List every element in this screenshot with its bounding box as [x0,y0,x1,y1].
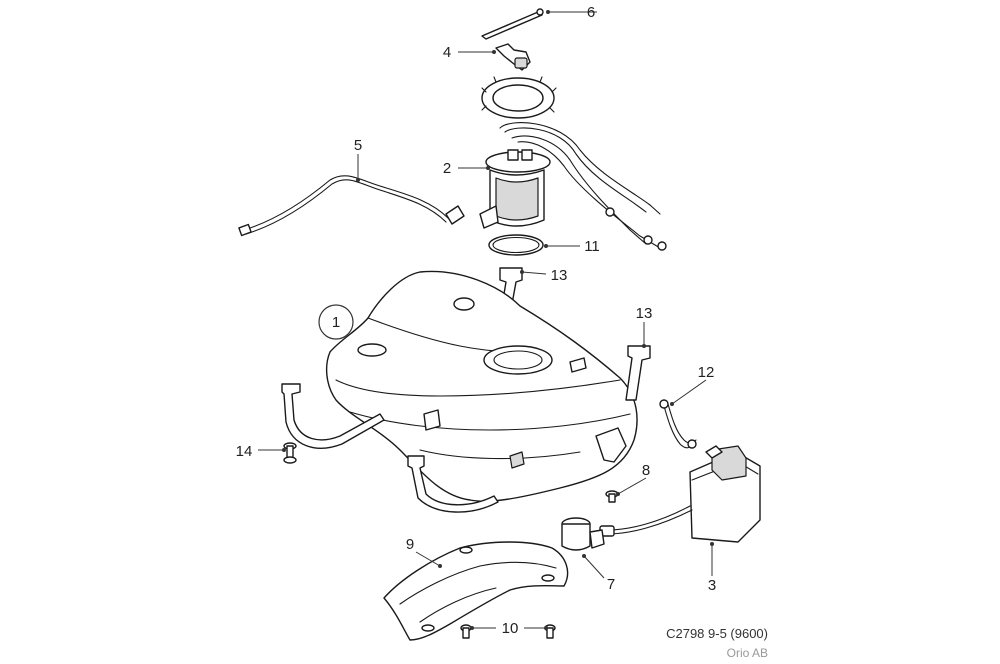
part-10-bolts [460,624,556,639]
part-14-bolt [283,442,297,464]
label-part-11: 11 [584,238,600,255]
part-1-fuel-tank [325,270,638,502]
label-part-4: 4 [443,44,451,61]
label-part-6: 6 [587,4,595,21]
part-4-connector [495,43,531,71]
label-part-5: 5 [354,137,362,154]
diagram-code: C2798 9-5 (9600) [666,626,768,641]
label-part-3: 3 [708,577,716,594]
label-part-13-upper: 13 [551,267,568,284]
company-name: Orio AB [726,646,768,660]
part-7-valve [561,517,605,551]
label-part-10: 10 [502,620,519,637]
leader-lines [258,10,714,630]
callout-1-circle [318,304,354,340]
lock-ring [481,76,557,119]
label-part-8: 8 [642,462,650,479]
part-13-strap-lower [625,345,651,401]
part-5-fuel-line [238,175,465,237]
callout-labels: 1 2 3 4 5 6 7 8 9 10 11 12 13 13 14 [236,4,717,637]
label-part-7: 7 [607,576,615,593]
label-part-13-lower: 13 [636,305,653,322]
part-2-fuel-pump [479,122,667,251]
label-part-14: 14 [236,443,253,460]
part-9-heat-shield [383,541,569,641]
label-part-9: 9 [406,536,414,553]
part-3-evap-canister [599,445,761,543]
tank-strap-left [281,383,385,449]
part-11-o-ring [488,234,544,256]
part-8-screw [605,490,619,503]
part-12-vent-hose [659,399,697,449]
label-part-2: 2 [443,160,451,177]
part-6-cable-tie [481,8,544,40]
label-part-12: 12 [698,364,715,381]
label-part-1: 1 [332,314,340,331]
tank-strap-bottom [407,455,499,513]
